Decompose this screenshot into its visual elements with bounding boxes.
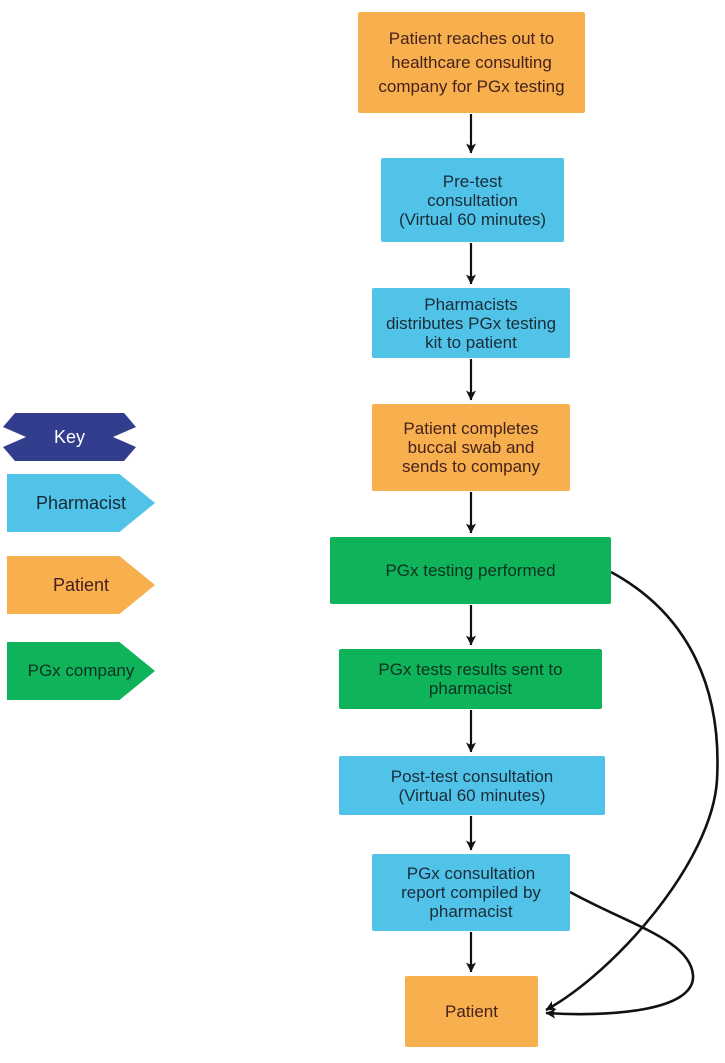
node-text-line: (Virtual 60 minutes)	[398, 785, 546, 805]
node-pre-test-consultation: Pre-test consultation (Virtual 60 minute…	[381, 158, 564, 242]
node-text-line: Patient reaches out to	[388, 28, 555, 48]
curve-pgxtesting-to-patient	[545, 570, 719, 1012]
node-text-line: pharmacist	[429, 902, 513, 921]
node-text-line: Post-test consultation	[390, 766, 554, 786]
curve-report-to-patient	[545, 890, 695, 1019]
node-text-line: distributes PGx testing	[385, 313, 557, 333]
node-text-line: Pre-test	[442, 171, 503, 191]
node-text-line: consultation	[427, 190, 518, 210]
node-text-line: PGx testing performed	[385, 561, 556, 580]
key-legend: Key	[2, 412, 137, 462]
node-text-line: report compiled by	[401, 883, 541, 902]
node-distribute-kit: Pharmacists distributes PGx testing kit …	[372, 288, 570, 358]
node-post-test-consultation: Post-test consultation (Virtual 60 minut…	[339, 756, 605, 815]
node-text-line: buccal swab and	[407, 438, 535, 457]
node-buccal-swab: Patient completes buccal swab and sends …	[372, 404, 570, 491]
key-banner-ribbon	[3, 413, 136, 461]
key-item-label: Patient	[52, 574, 110, 595]
key-item-pharmacist: Pharmacist	[7, 474, 155, 532]
key-item-patient: Patient	[7, 556, 155, 614]
node-text-line: (Virtual 60 minutes)	[398, 209, 547, 229]
key-item-label: Pharmacist	[35, 492, 127, 513]
node-pgx-testing: PGx testing performed	[330, 537, 611, 604]
node-text-line: Pharmacists	[424, 294, 518, 314]
node-patient-final: Patient	[405, 976, 538, 1047]
node-text-line: Patient	[445, 1002, 498, 1021]
node-reach-out: Patient reaches out to healthcare consul…	[358, 12, 585, 113]
node-text-line: sends to company	[402, 457, 540, 476]
node-consult-report: PGx consultation report compiled by phar…	[372, 854, 570, 931]
node-text-line: PGx tests results sent to	[378, 660, 563, 679]
node-results-sent: PGx tests results sent to pharmacist	[339, 649, 602, 709]
key-item-pgx-company: PGx company	[7, 642, 155, 700]
key-title: Key	[53, 426, 86, 447]
node-text-line: healthcare consulting	[391, 52, 552, 72]
node-text-line: Patient completes	[403, 419, 539, 438]
node-text-line: PGx consultation	[406, 864, 536, 883]
node-text-line: company for PGx testing	[378, 76, 565, 96]
key-item-label: PGx company	[27, 661, 135, 680]
node-text-line: kit to patient	[425, 332, 517, 352]
node-text-line: pharmacist	[428, 679, 513, 698]
